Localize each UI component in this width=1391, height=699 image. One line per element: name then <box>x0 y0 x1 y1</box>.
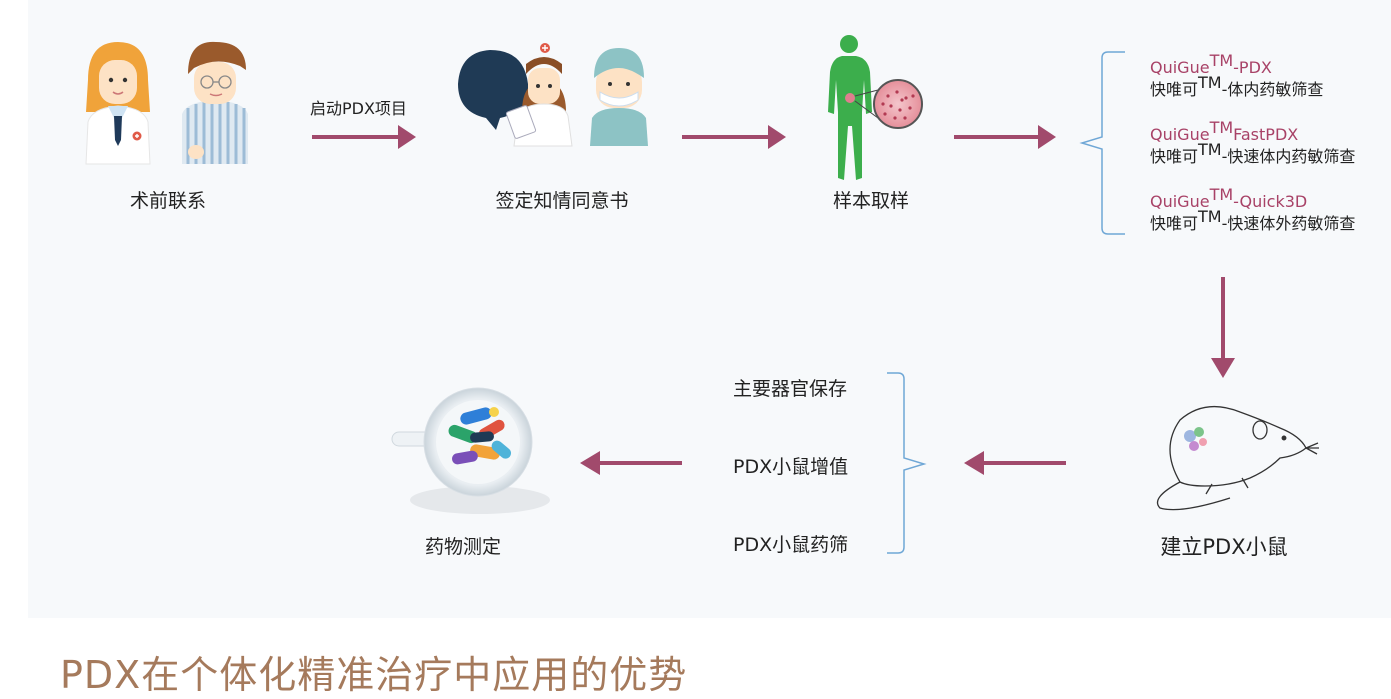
arrow-products-to-mouse <box>1211 277 1235 378</box>
outputs-bracket <box>887 372 927 554</box>
arrow-sampling-to-products <box>954 125 1056 149</box>
output-organ-preservation: 主要器官保存 <box>733 378 848 400</box>
doctor-illustration <box>85 42 151 165</box>
output-mouse-drug-screen: PDX小鼠药筛 <box>733 534 849 556</box>
step-build-mouse: 建立PDX小鼠 <box>1160 535 1288 559</box>
arrow-contact-to-consent <box>312 125 416 149</box>
product-brand: QuiGue <box>1150 125 1210 144</box>
arrow-outputs-to-drug-test <box>580 451 682 475</box>
patient-illustration <box>182 41 248 164</box>
step-sign-consent: 签定知情同意书 <box>495 190 629 212</box>
product-quick3d: QuiGueTM-Quick3D 快唯可TM-快速体外药敏筛查 <box>1150 185 1356 233</box>
products-bracket <box>1079 51 1125 235</box>
step-pre-op-contact: 术前联系 <box>129 190 207 212</box>
product-pdx: QuiGueTM-PDX 快唯可TM-体内药敏筛查 <box>1150 51 1324 99</box>
pdx-mouse-illustration <box>1156 406 1319 511</box>
product-fastpdx: QuiGueTMFastPDX 快唯可TM-快速体内药敏筛查 <box>1150 118 1356 166</box>
arrow-consent-to-sampling <box>682 125 786 149</box>
product-brand: QuiGue <box>1150 192 1210 211</box>
step-drug-test: 药物测定 <box>424 536 502 558</box>
output-mouse-expansion: PDX小鼠增值 <box>733 456 849 478</box>
section-heading: PDX在个体化精准治疗中应用的优势 <box>60 653 688 697</box>
workflow-panel <box>28 0 1391 618</box>
step-start-pdx: 启动PDX项目 <box>310 99 407 118</box>
consent-illustration <box>458 43 648 147</box>
product-brand: QuiGue <box>1150 58 1210 77</box>
pill-cup-illustration <box>391 387 550 514</box>
arrow-mouse-to-outputs <box>964 451 1066 475</box>
sampling-illustration <box>828 35 923 180</box>
step-sampling: 样本取样 <box>832 190 910 212</box>
